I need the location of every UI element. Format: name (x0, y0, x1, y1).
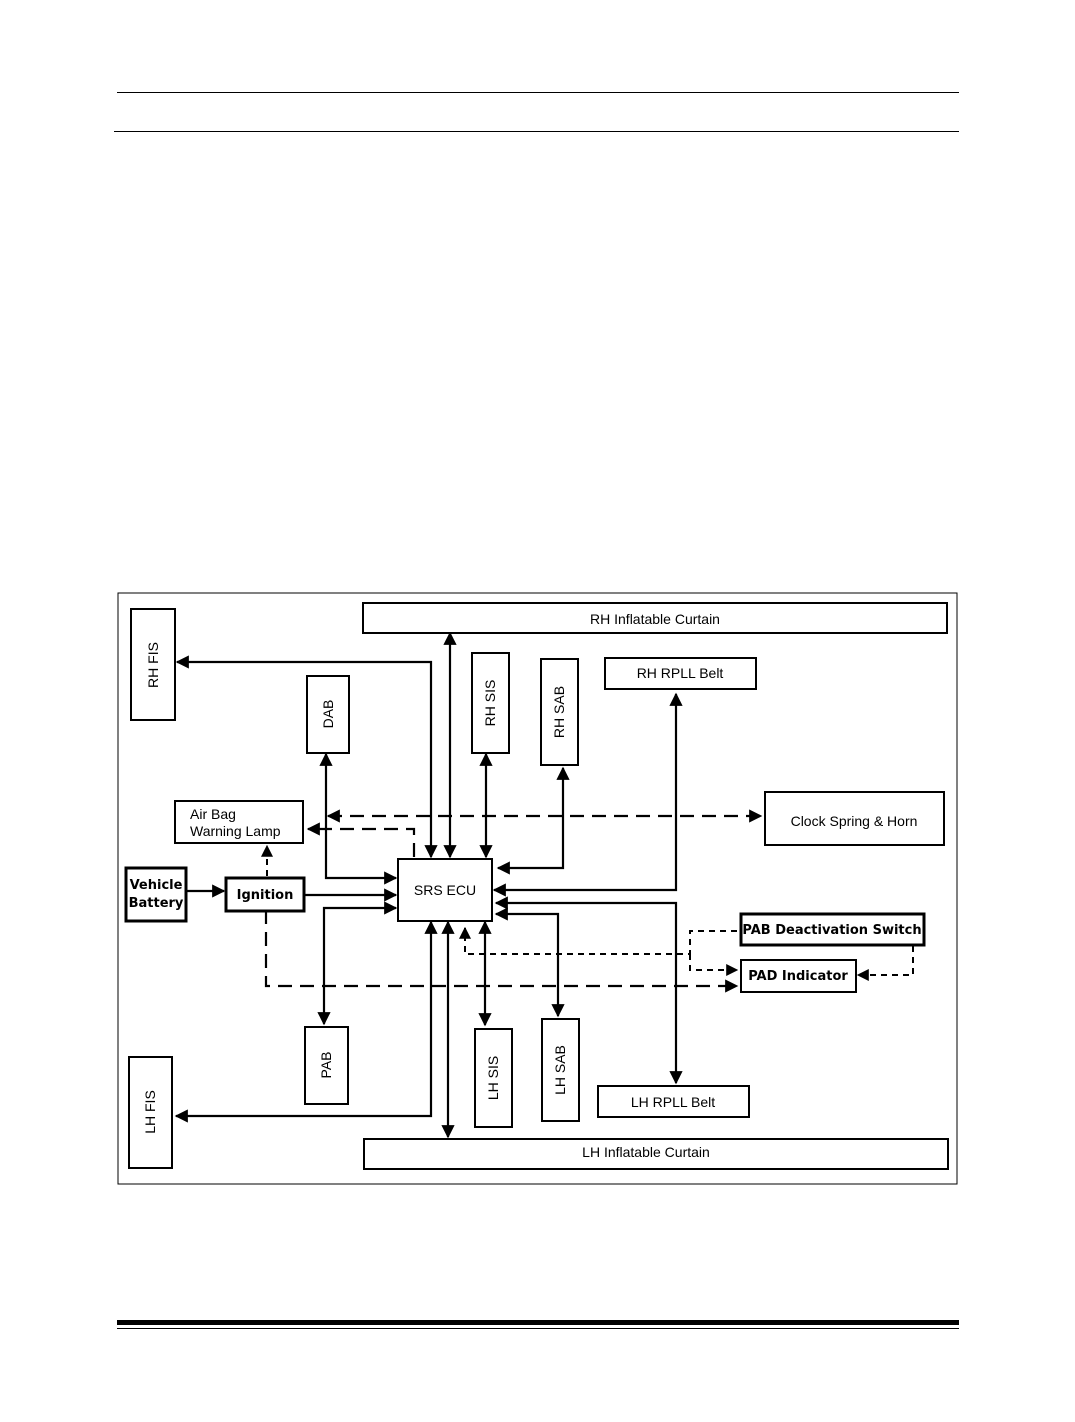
header-rule-top (117, 92, 959, 93)
node-dab: DAB (306, 675, 350, 754)
pab-label: PAB (318, 1052, 334, 1079)
node-rh-rpll: RH RPLL Belt (604, 657, 757, 690)
node-lh-sis: LH SIS (474, 1028, 513, 1128)
lh-sab-label: LH SAB (552, 1045, 568, 1095)
line-ecu-rh-rpll (492, 692, 683, 897)
footer-rule-thin (117, 1328, 959, 1329)
srs-ecu-label: SRS ECU (414, 882, 476, 898)
line-ecu-lh-rpll (494, 896, 683, 1085)
node-warning-lamp: Air Bag Warning Lamp (174, 800, 304, 844)
line-ecu-lamp (306, 822, 416, 857)
node-vehicle-battery: Vehicle Battery (124, 866, 188, 923)
node-pab-switch: PAB Deactivation Switch (739, 912, 926, 947)
node-rh-curtain: RH Inflatable Curtain (362, 602, 948, 634)
dab-label: DAB (320, 700, 336, 729)
line-ignition-pad (264, 910, 739, 993)
node-lh-sab: LH SAB (541, 1018, 580, 1122)
rh-sab-label: RH SAB (551, 686, 567, 738)
node-pad-indicator: PAD Indicator (740, 959, 857, 993)
node-pab: PAB (304, 1026, 349, 1105)
pab-switch-label: PAB Deactivation Switch (742, 923, 921, 938)
battery-label-1: Vehicle (130, 878, 183, 893)
rh-fis-label: RH FIS (145, 642, 161, 688)
rh-rpll-label: RH RPLL Belt (637, 665, 724, 681)
node-srs-ecu: SRS ECU (397, 858, 493, 922)
lh-sis-label: LH SIS (485, 1056, 501, 1100)
node-ignition: Ignition (224, 876, 306, 913)
clock-spring-label: Clock Spring & Horn (791, 813, 918, 829)
node-lh-curtain: LH Inflatable Curtain (363, 1138, 949, 1170)
lh-rpll-label: LH RPLL Belt (631, 1094, 715, 1110)
node-lh-rpll: LH RPLL Belt (597, 1085, 750, 1118)
warning-lamp-label-1: Air Bag (190, 806, 236, 822)
node-rh-sab: RH SAB (540, 658, 579, 766)
battery-label-2: Battery (129, 896, 184, 911)
node-rh-sis: RH SIS (471, 652, 510, 754)
node-lh-fis: LH FIS (128, 1056, 173, 1169)
pad-indicator-label: PAD Indicator (748, 969, 848, 984)
warning-lamp-label-2: Warning Lamp (190, 823, 281, 839)
ignition-label: Ignition (237, 888, 294, 903)
line-ecu-lh-fis (174, 920, 438, 1123)
dashed-connectors (261, 809, 914, 993)
rh-sis-label: RH SIS (482, 680, 498, 727)
node-rh-fis: RH FIS (130, 608, 176, 721)
node-clock-spring: Clock Spring & Horn (764, 791, 945, 846)
lh-curtain-label: LH Inflatable Curtain (582, 1144, 710, 1160)
line-switch-pad-branch (689, 954, 739, 976)
header-rule-bottom (114, 131, 959, 132)
line-ecu-rh-fis (175, 655, 438, 859)
rh-curtain-label: RH Inflatable Curtain (590, 611, 720, 627)
lh-fis-label: LH FIS (142, 1090, 158, 1134)
footer-rule-thick (117, 1320, 959, 1325)
line-ecu-dab (319, 752, 398, 885)
